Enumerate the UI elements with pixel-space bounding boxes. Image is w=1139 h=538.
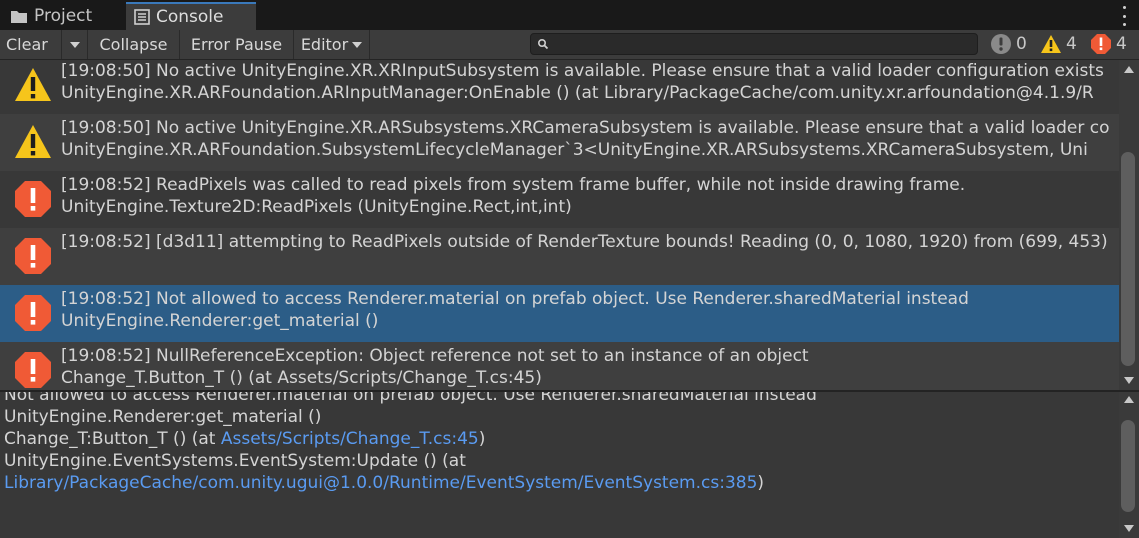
log-detail-pane: Not allowed to access Renderer.material …	[0, 392, 1119, 538]
log-message: [19:08:50] No active UnityEngine.XR.XRIn…	[61, 61, 1104, 81]
editor-dropdown-label: Editor	[300, 35, 349, 54]
tab-console-label: Console	[156, 7, 224, 27]
detail-stack-line: UnityEngine.Renderer:get_material ()	[4, 407, 322, 427]
log-stacktrace: UnityEngine.XR.ARFoundation.SubsystemLif…	[61, 140, 1088, 160]
log-entry[interactable]: [19:08:52] [d3d11] attempting to ReadPix…	[0, 228, 1119, 285]
detail-stack-line: Change_T:Button_T () (at Assets/Scripts/…	[4, 429, 485, 449]
log-message: [19:08:52] Not allowed to access Rendere…	[61, 289, 969, 309]
scroll-up-icon[interactable]	[1124, 396, 1134, 403]
tab-project[interactable]: Project	[2, 2, 120, 30]
warning-icon	[15, 68, 51, 101]
collapse-toggle[interactable]: Collapse	[88, 30, 180, 59]
info-count: 0	[1016, 34, 1027, 54]
log-stacktrace: UnityEngine.Texture2D:ReadPixels (UnityE…	[61, 197, 572, 217]
error-icon	[15, 181, 51, 217]
error-count-toggle[interactable]: 4	[1090, 31, 1127, 57]
console-icon	[134, 9, 150, 25]
detail-message: Not allowed to access Renderer.material …	[4, 392, 817, 405]
scroll-up-icon[interactable]	[1124, 66, 1134, 73]
warning-count-toggle[interactable]: 4	[1040, 31, 1077, 57]
warning-icon	[15, 125, 51, 158]
info-count-toggle[interactable]: 0	[990, 31, 1027, 57]
scrollbar-thumb[interactable]	[1121, 420, 1135, 512]
error-count: 4	[1116, 34, 1127, 54]
warning-count: 4	[1066, 34, 1077, 54]
log-stacktrace: UnityEngine.Renderer:get_material ()	[61, 311, 379, 331]
source-file-link[interactable]: Assets/Scripts/Change_T.cs:45	[220, 429, 479, 449]
log-entry[interactable]: [19:08:52] NullReferenceException: Objec…	[0, 342, 1119, 390]
log-entry[interactable]: [19:08:52] ReadPixels was called to read…	[0, 171, 1119, 228]
scroll-down-icon[interactable]	[1124, 525, 1134, 532]
error-icon	[15, 352, 51, 388]
scrollbar-thumb[interactable]	[1121, 152, 1135, 366]
error-pause-toggle[interactable]: Error Pause	[180, 30, 294, 59]
tab-project-label: Project	[34, 6, 93, 26]
log-message: [19:08:52] ReadPixels was called to read…	[61, 175, 966, 195]
info-icon	[991, 34, 1011, 54]
log-entry-selected[interactable]: [19:08:52] Not allowed to access Rendere…	[0, 285, 1119, 342]
more-options-icon[interactable]	[1121, 6, 1127, 26]
log-stacktrace: UnityEngine.XR.ARFoundation.ARInputManag…	[61, 83, 1094, 103]
search-icon	[537, 38, 549, 50]
chevron-down-icon	[69, 41, 80, 48]
detail-stack-text: Change_T:Button_T () (at	[4, 429, 221, 449]
warning-icon	[1041, 35, 1061, 53]
log-stacktrace: Change_T.Button_T () (at Assets/Scripts/…	[61, 368, 542, 388]
log-message: [19:08:52] NullReferenceException: Objec…	[61, 346, 809, 366]
chevron-down-icon	[352, 41, 363, 48]
detail-scrollbar[interactable]	[1119, 392, 1139, 538]
log-list-scrollbar[interactable]	[1119, 60, 1139, 390]
console-log-list: [19:08:50] No active UnityEngine.XR.XRIn…	[0, 60, 1119, 390]
panel-splitter[interactable]	[0, 390, 1139, 392]
log-entry[interactable]: [19:08:50] No active UnityEngine.XR.XRIn…	[0, 60, 1119, 114]
log-entry[interactable]: [19:08:50] No active UnityEngine.XR.ARSu…	[0, 114, 1119, 171]
clear-button[interactable]: Clear	[0, 30, 62, 59]
clear-options-dropdown[interactable]	[62, 30, 88, 59]
search-input[interactable]	[530, 33, 978, 55]
editor-dropdown[interactable]: Editor	[294, 30, 370, 59]
folder-icon	[11, 10, 27, 23]
log-message: [19:08:52] [d3d11] attempting to ReadPix…	[61, 232, 1108, 252]
error-icon	[15, 238, 51, 274]
detail-stack-line: Library/PackageCache/com.unity.ugui@1.0.…	[4, 473, 764, 493]
source-file-link[interactable]: Library/PackageCache/com.unity.ugui@1.0.…	[4, 473, 758, 493]
error-icon	[1091, 34, 1111, 54]
scroll-down-icon[interactable]	[1124, 377, 1134, 384]
detail-stack-text: )	[757, 473, 765, 493]
detail-stack-line: UnityEngine.EventSystems.EventSystem:Upd…	[4, 451, 466, 471]
error-icon	[15, 295, 51, 331]
log-message: [19:08:50] No active UnityEngine.XR.ARSu…	[61, 118, 1110, 138]
tab-console[interactable]: Console	[126, 2, 256, 30]
detail-stack-text: )	[478, 429, 486, 449]
window-tab-bar: Project Console	[0, 0, 1139, 30]
